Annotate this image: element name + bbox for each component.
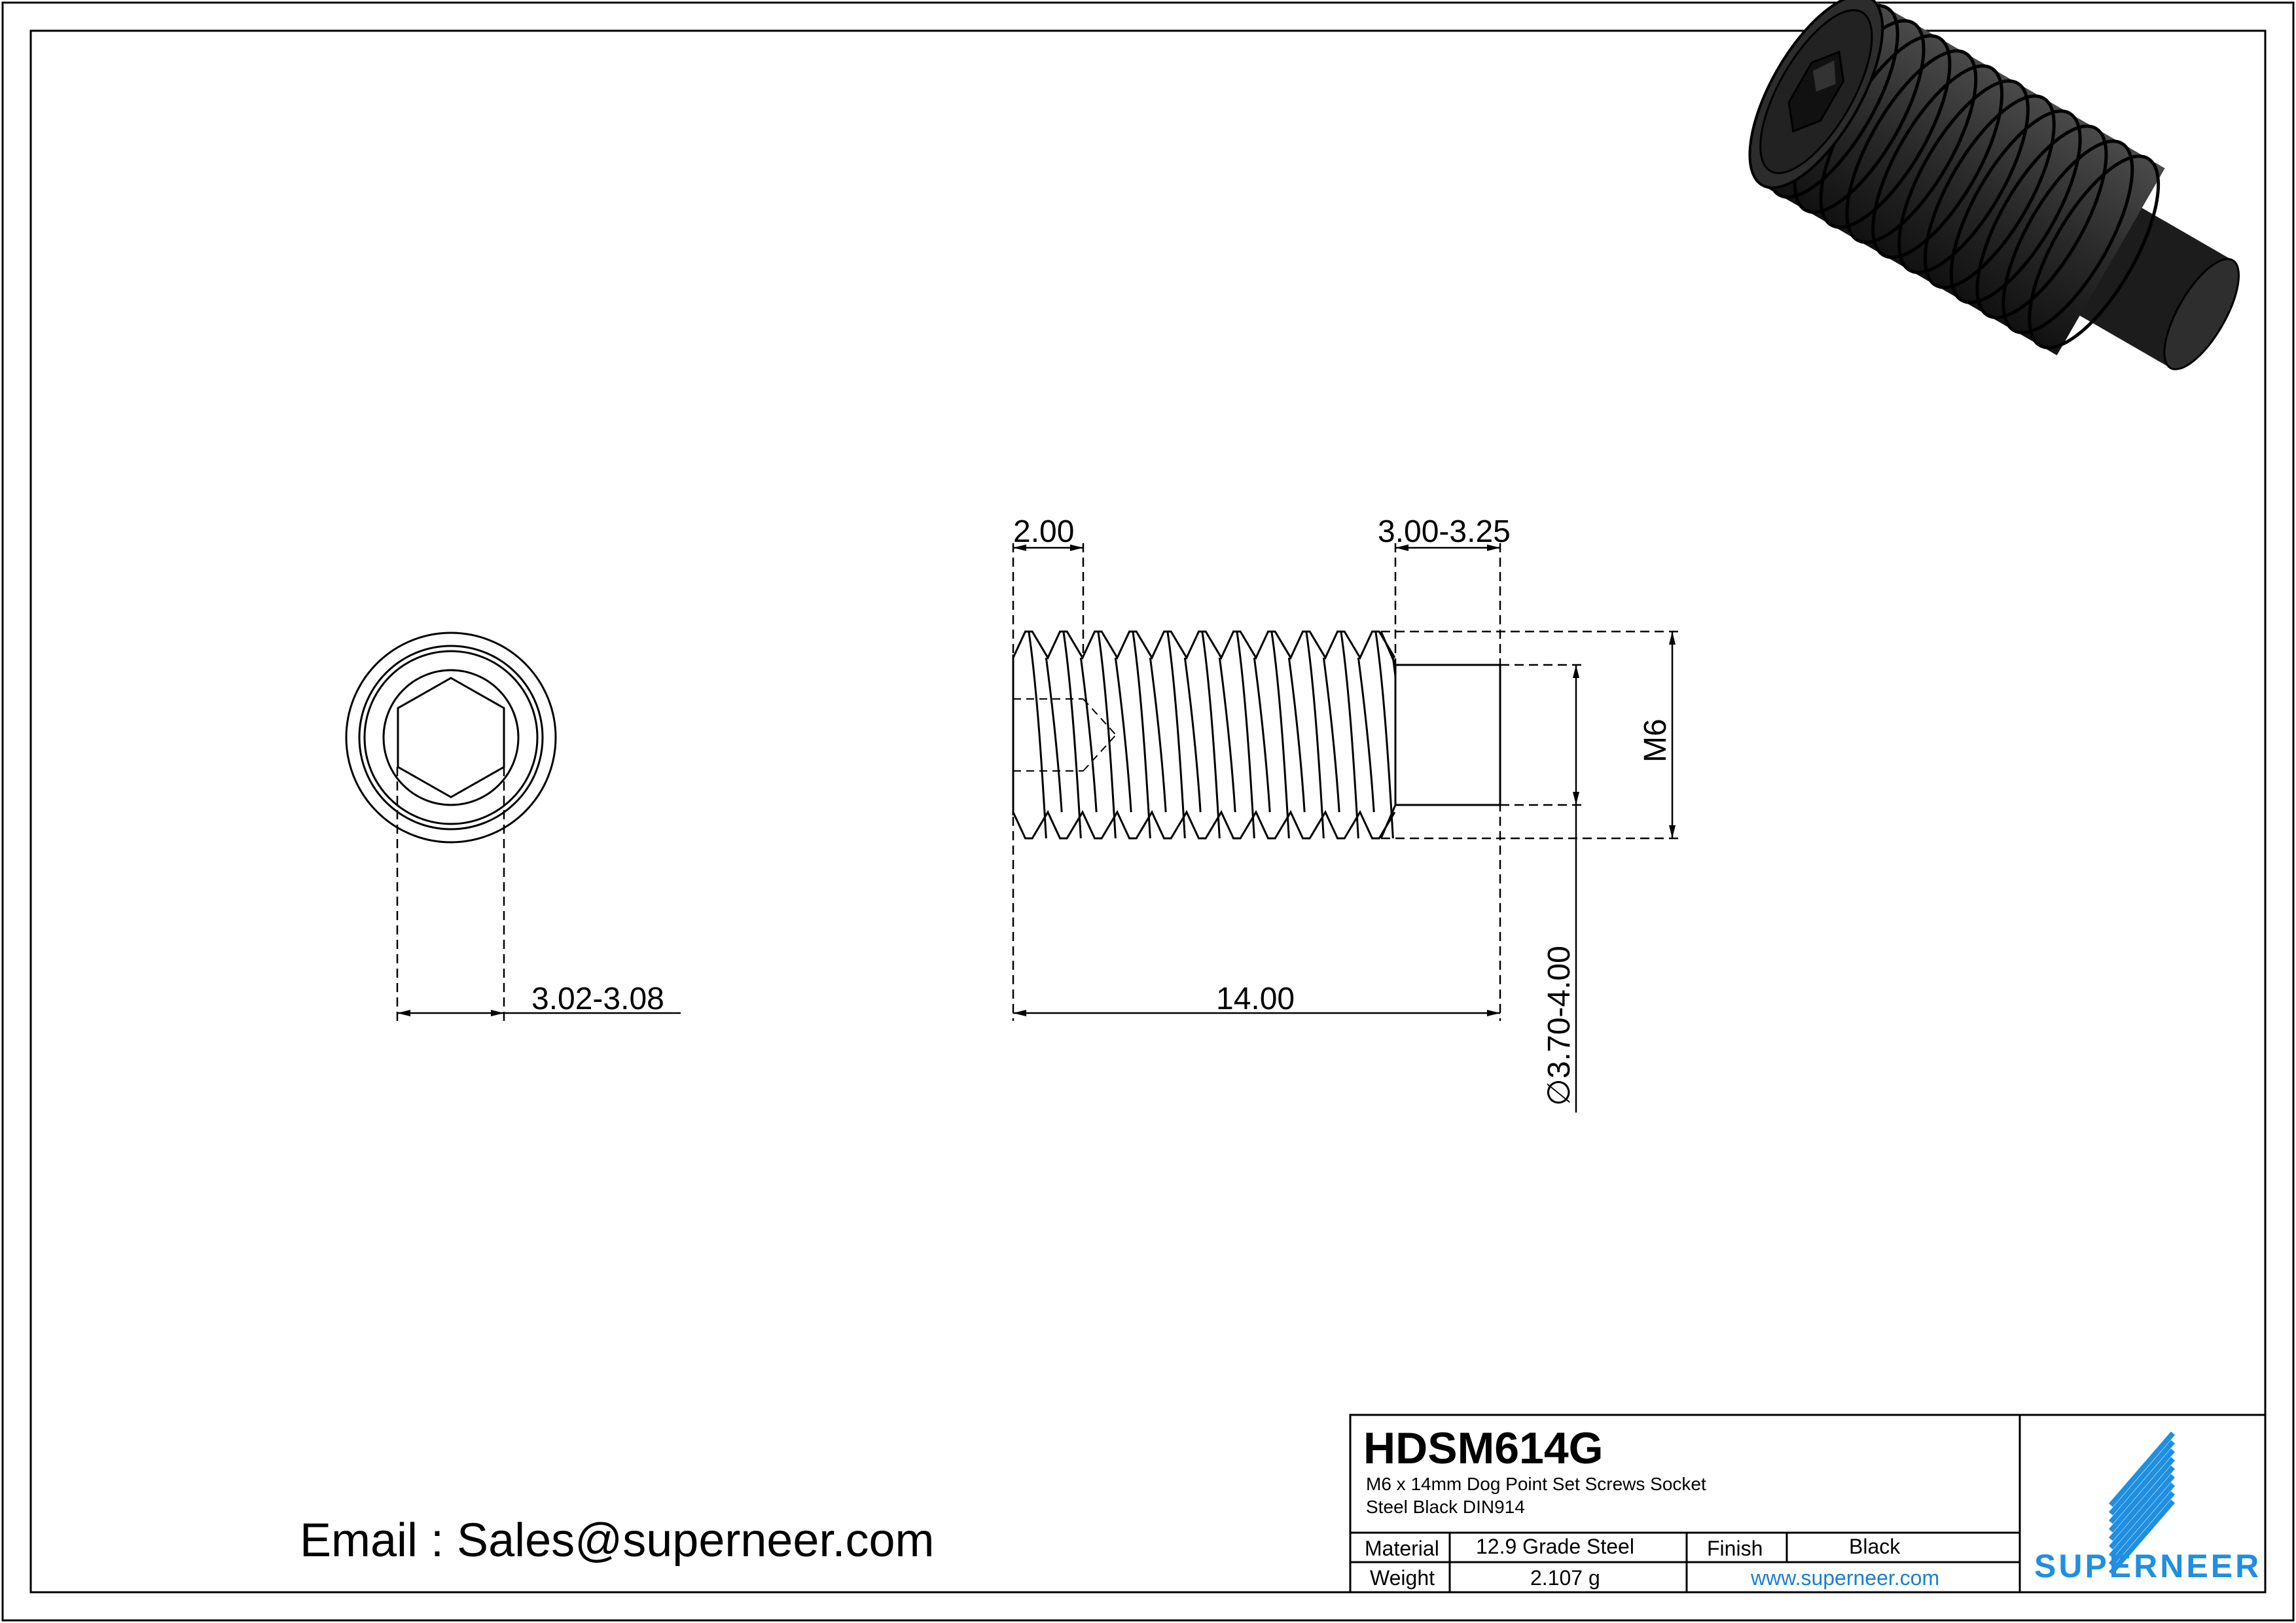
weight-label: Weight xyxy=(1370,1566,1435,1590)
side-view xyxy=(1012,630,1501,840)
logo-stripe xyxy=(2108,1499,2176,1575)
thread-crest-line xyxy=(1028,631,1047,839)
svg-text:∅: ∅ xyxy=(1542,1079,1577,1106)
thread-crest-line xyxy=(1166,631,1186,839)
thread-root-line xyxy=(1357,657,1375,813)
logo-stripe xyxy=(2108,1448,2176,1524)
logo-stripe xyxy=(2108,1465,2176,1541)
chamfer-label: 2.00 xyxy=(1013,514,1074,549)
title-block xyxy=(1349,1414,2267,1594)
thread-profile xyxy=(1013,630,1395,840)
finish-label: Finish xyxy=(1707,1537,1763,1560)
description-line-2: Steel Black DIN914 xyxy=(1366,1497,1525,1517)
dog-point xyxy=(1394,664,1501,806)
thread-root-line xyxy=(1253,657,1271,813)
logo-stripe xyxy=(2108,1457,2176,1533)
thread-root-line xyxy=(1045,657,1063,813)
thread-ridge-3d xyxy=(2028,154,2161,349)
svg-text:3.70-4.00: 3.70-4.00 xyxy=(1542,946,1577,1079)
thread-ridge-3d xyxy=(1923,94,2056,289)
dog-diameter-label: ∅ 3.70-4.00 xyxy=(1542,946,1577,1106)
end-view xyxy=(345,632,557,844)
thread-root-line xyxy=(1114,657,1132,813)
finish-value: Black xyxy=(1849,1535,1901,1558)
brand-name: SUPERNEER xyxy=(2034,1548,2261,1584)
thread-crest-line xyxy=(1305,631,1325,839)
thread-crest-line xyxy=(1236,631,1255,839)
thread-ridge-3d xyxy=(1845,49,1978,244)
thread-ridge-3d xyxy=(1975,124,2108,319)
material-value: 12.9 Grade Steel xyxy=(1476,1535,1634,1558)
logo-stripe xyxy=(2108,1440,2176,1516)
thread-crest-line xyxy=(1374,631,1394,839)
website-link[interactable]: www.superneer.com xyxy=(1750,1566,1939,1590)
thread-ridge-3d xyxy=(1871,64,2004,259)
weight-value: 2.107 g xyxy=(1530,1566,1600,1590)
thread-crest-line xyxy=(1097,631,1117,839)
thread-crest-line xyxy=(1062,631,1082,839)
thread-root-line xyxy=(1183,657,1202,813)
thread-size-label: M6 xyxy=(1638,719,1673,762)
thread-outline xyxy=(1013,810,1395,840)
thread-ridge-3d xyxy=(2001,139,2134,334)
thread-root-line xyxy=(1149,657,1167,813)
isometric-render xyxy=(1748,0,2240,370)
thread-crest-line xyxy=(1201,631,1221,839)
dog-point-length-label: 3.00-3.25 xyxy=(1378,514,1511,549)
thread-root-line xyxy=(1079,657,1098,813)
description-line-1: M6 x 14mm Dog Point Set Screws Socket xyxy=(1366,1474,1706,1494)
hidden-socket-lines xyxy=(1013,698,1117,772)
thread-root-line xyxy=(1287,657,1306,813)
thread-crest-line xyxy=(1340,631,1359,839)
hex-socket xyxy=(397,677,505,798)
thread-root-line xyxy=(1322,657,1340,813)
part-number: HDSM614G xyxy=(1363,1423,1604,1473)
logo-stripe xyxy=(2108,1482,2176,1558)
logo-stripe xyxy=(2108,1474,2176,1550)
logo-stripe xyxy=(2108,1491,2176,1567)
logo-stripe xyxy=(2108,1431,2176,1507)
thread-ridge-3d xyxy=(1897,79,2030,274)
thread-crest-line xyxy=(1270,631,1290,839)
material-label: Material xyxy=(1365,1537,1439,1560)
superneer-logo-icon xyxy=(2108,1431,2176,1575)
thread-outline xyxy=(1013,630,1395,660)
thread-ridge-3d xyxy=(1949,109,2082,304)
overall-length-label: 14.00 xyxy=(1216,982,1295,1016)
thread-crest-line xyxy=(1132,631,1151,839)
thread-root-line xyxy=(1218,657,1236,813)
thread-ridges-3d xyxy=(1767,4,2161,349)
socket-size-label: 3.02-3.08 xyxy=(531,982,664,1016)
contact-email: Email : Sales@superneer.com xyxy=(300,1514,935,1567)
socket-dimension xyxy=(396,767,681,1021)
side-dimensions xyxy=(1012,543,1679,1113)
